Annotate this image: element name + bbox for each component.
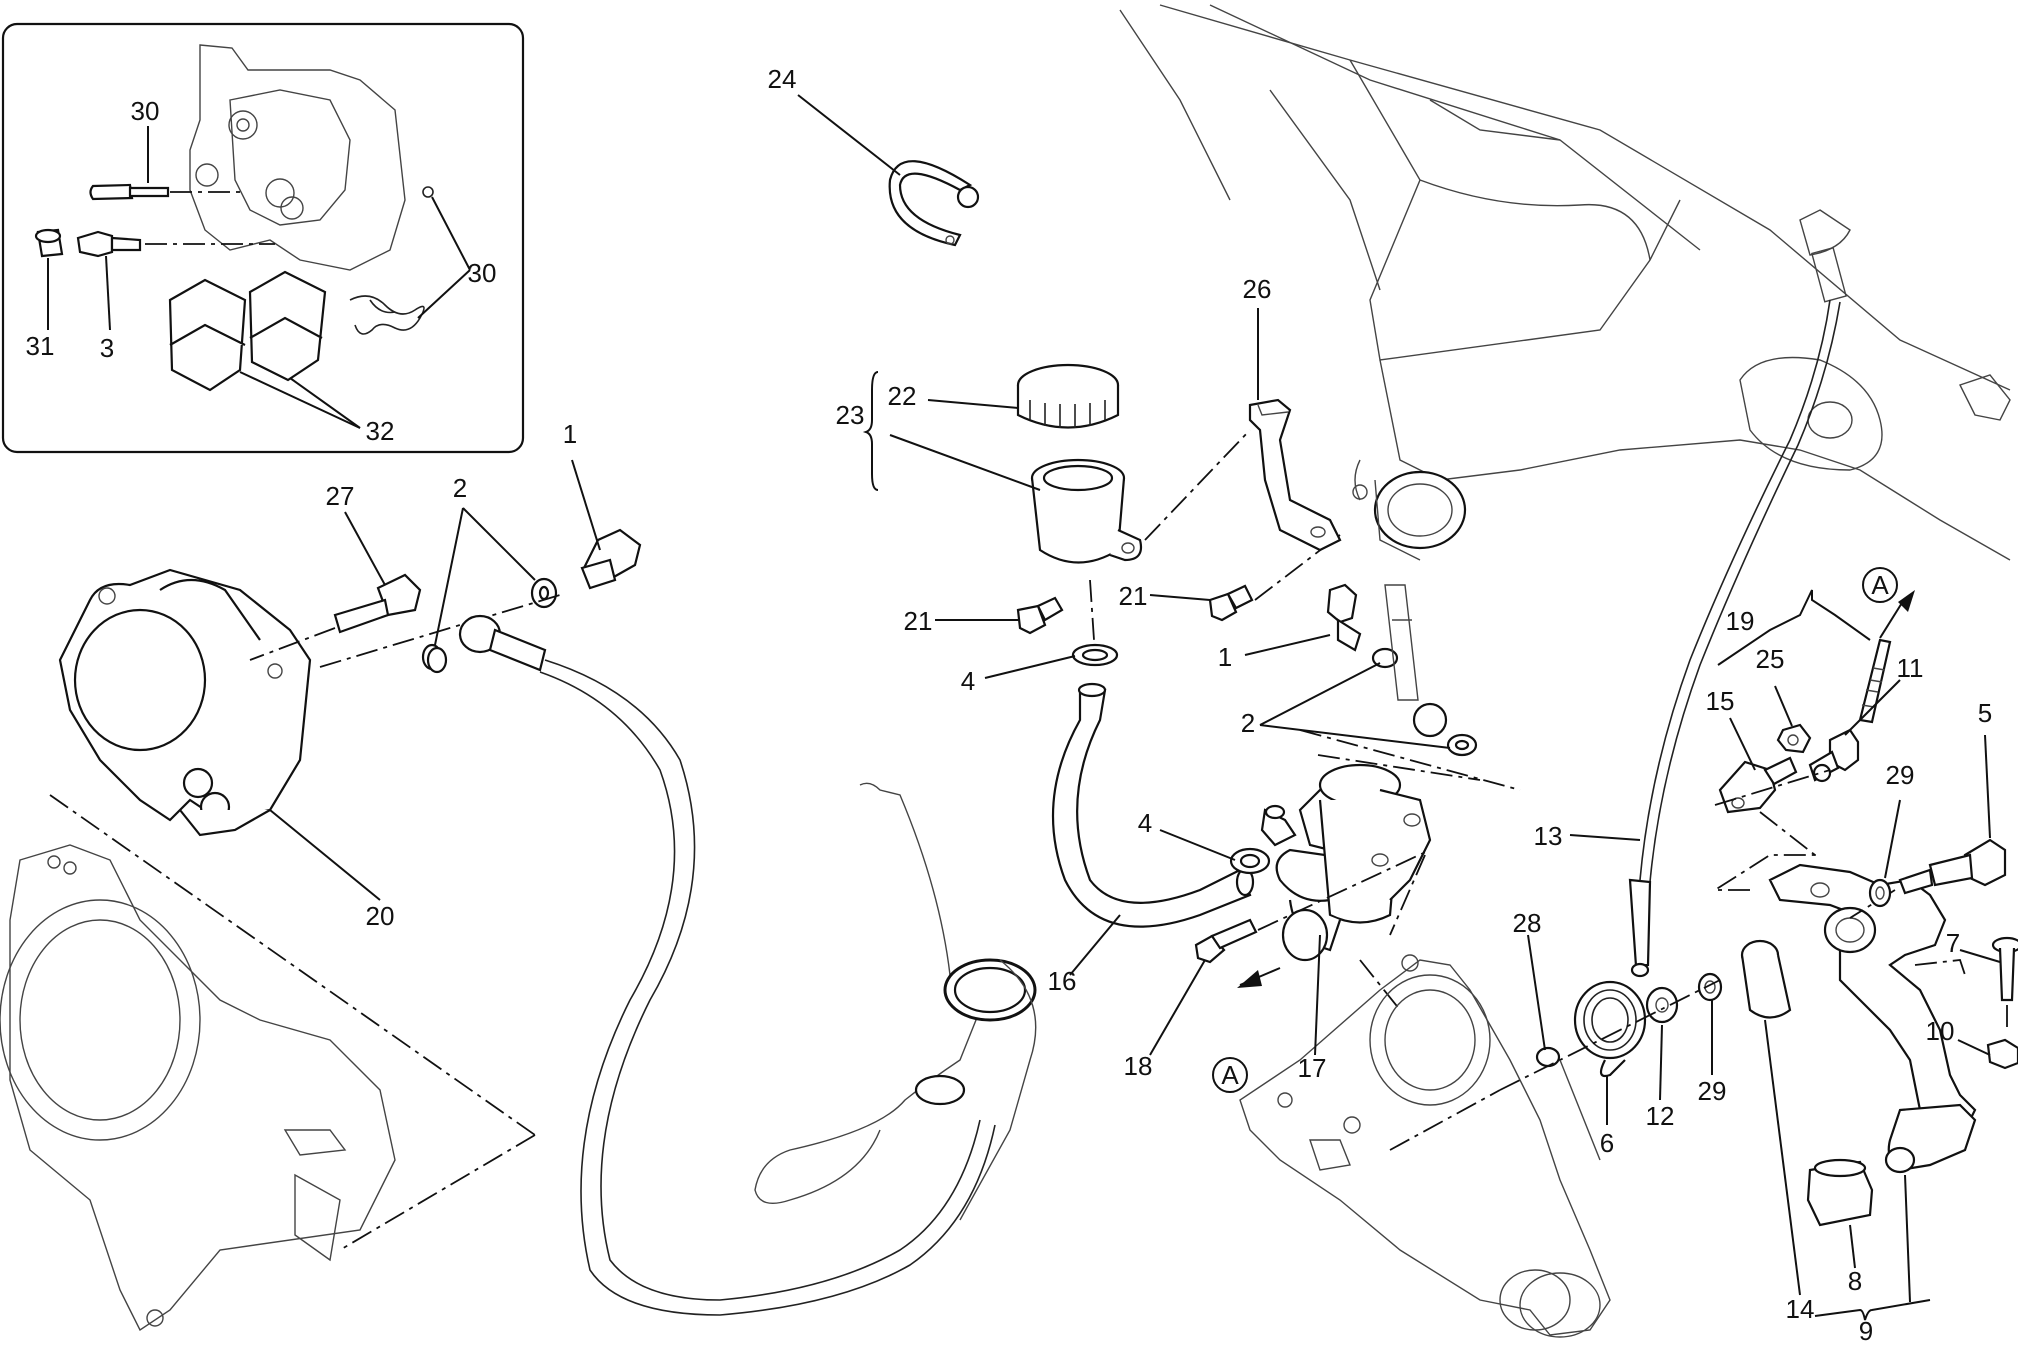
leader-lines: [269, 94, 2001, 1321]
hose-clamp-4-upper-icon: [1071, 643, 1119, 667]
ref-a-bottom: A: [1221, 1060, 1239, 1090]
washer-2-lower-icon: [426, 646, 448, 674]
callout-1-right: 1: [1218, 642, 1232, 672]
reservoir-23-icon: [1030, 458, 1143, 564]
pushrod-19-icon: [1858, 567, 1915, 724]
bolt-21-right-icon: [1208, 584, 1254, 622]
callout-17: 17: [1298, 1053, 1327, 1083]
callout-2-right: 2: [1241, 708, 1255, 738]
callout-11: 11: [1897, 653, 1924, 683]
callout-14: 14: [1786, 1294, 1815, 1324]
caliper-bracket-icon: [0, 844, 396, 1332]
hose-clip-24-icon: [888, 160, 980, 247]
banjo-bolt-1-right-icon: [1326, 583, 1478, 757]
bleed-cap-31-icon: [34, 228, 64, 258]
bolt-21-left-icon: [1016, 596, 1064, 635]
bolt-27-icon: [249, 573, 422, 661]
frame-pale-icon: [1119, 4, 2011, 561]
bolt-7-icon: [1991, 936, 2018, 1002]
callout-20: 20: [366, 901, 395, 931]
brake-hose-icon: [458, 614, 996, 1316]
master-cylinder-17-icon: [1260, 763, 1432, 962]
callout-31: 31: [26, 331, 55, 361]
callout-16: 16: [1048, 966, 1077, 996]
callout-29-right: 29: [1886, 760, 1915, 790]
callout-3: 3: [100, 333, 114, 363]
callout-1-left: 1: [563, 419, 577, 449]
callout-labels: 30 30 31 3 32 27 2 1 20 24 23 22 26 21 2…: [26, 64, 1993, 1346]
ref-a-top: A: [1871, 570, 1889, 600]
callout-21-right: 21: [1119, 581, 1148, 611]
caliper-detail-inset: [1, 22, 525, 454]
rear-caliper-20-icon: [58, 568, 312, 837]
callout-23: 23: [836, 400, 865, 430]
callout-25: 25: [1756, 644, 1785, 674]
callout-4-lower: 4: [1138, 808, 1152, 838]
brake-pads-32-icon: [168, 270, 327, 392]
callout-30-top: 30: [131, 96, 160, 126]
washer-12-icon: [1645, 986, 1679, 1024]
callout-15: 15: [1706, 686, 1735, 716]
callout-29-center: 29: [1698, 1076, 1727, 1106]
callout-12: 12: [1646, 1101, 1675, 1131]
callout-7: 7: [1946, 928, 1960, 958]
ref-arrow-a-bottom: [1212, 967, 1281, 1093]
callout-27: 27: [326, 481, 355, 511]
callout-5: 5: [1978, 698, 1992, 728]
bolt-18-icon: [1194, 918, 1258, 964]
return-spring-6-icon: [1573, 980, 1647, 1078]
hose-clamp-4-lower-icon: [1229, 847, 1271, 875]
pedal-bush-14-icon: [1740, 939, 1792, 1019]
callout-2-left: 2: [453, 473, 467, 503]
callout-28: 28: [1513, 908, 1542, 938]
callout-6: 6: [1600, 1128, 1614, 1158]
callout-22: 22: [888, 381, 917, 411]
callout-13: 13: [1534, 821, 1563, 851]
banjo-bolt-1-icon: [580, 528, 642, 590]
reservoir-cap-22-icon: [1016, 363, 1120, 429]
brake-light-switch-cable-13-icon: [1628, 299, 1841, 978]
footpeg-bracket-icon: [1239, 954, 1611, 1338]
nut-25-icon: [1776, 723, 1812, 754]
washer-29-center-icon: [1697, 972, 1723, 1002]
callout-8: 8: [1848, 1266, 1862, 1296]
callout-9: 9: [1859, 1316, 1873, 1346]
callout-10: 10: [1926, 1016, 1955, 1046]
callout-21-left: 21: [904, 606, 933, 636]
washer-29-right-icon: [1868, 878, 1892, 908]
callout-24: 24: [768, 64, 797, 94]
callout-19: 19: [1726, 606, 1755, 636]
nut-10-icon: [1986, 1038, 2018, 1070]
clevis-11-icon: [1808, 728, 1860, 783]
callout-26: 26: [1243, 274, 1272, 304]
callout-18: 18: [1124, 1051, 1153, 1081]
pin-30-icon: [89, 183, 240, 201]
hose-guide-icon: [754, 782, 1037, 1221]
pivot-bolt-5-icon: [1898, 838, 2007, 895]
callout-4-upper: 4: [961, 666, 975, 696]
footpeg-rubber-8-icon: [1806, 1158, 1874, 1227]
fork-15-icon: [1718, 756, 1798, 814]
retaining-clip-30-icon: [349, 186, 434, 335]
feed-hose-16-icon: [1051, 682, 1255, 928]
callout-32: 32: [366, 416, 395, 446]
brake-pedal-14-icon: [1768, 863, 1977, 1174]
washer-28-icon: [1535, 1046, 1561, 1068]
bracket-26-icon: [1248, 398, 1342, 552]
callout-30-right: 30: [468, 258, 497, 288]
bleed-screw-3-icon: [76, 230, 275, 258]
